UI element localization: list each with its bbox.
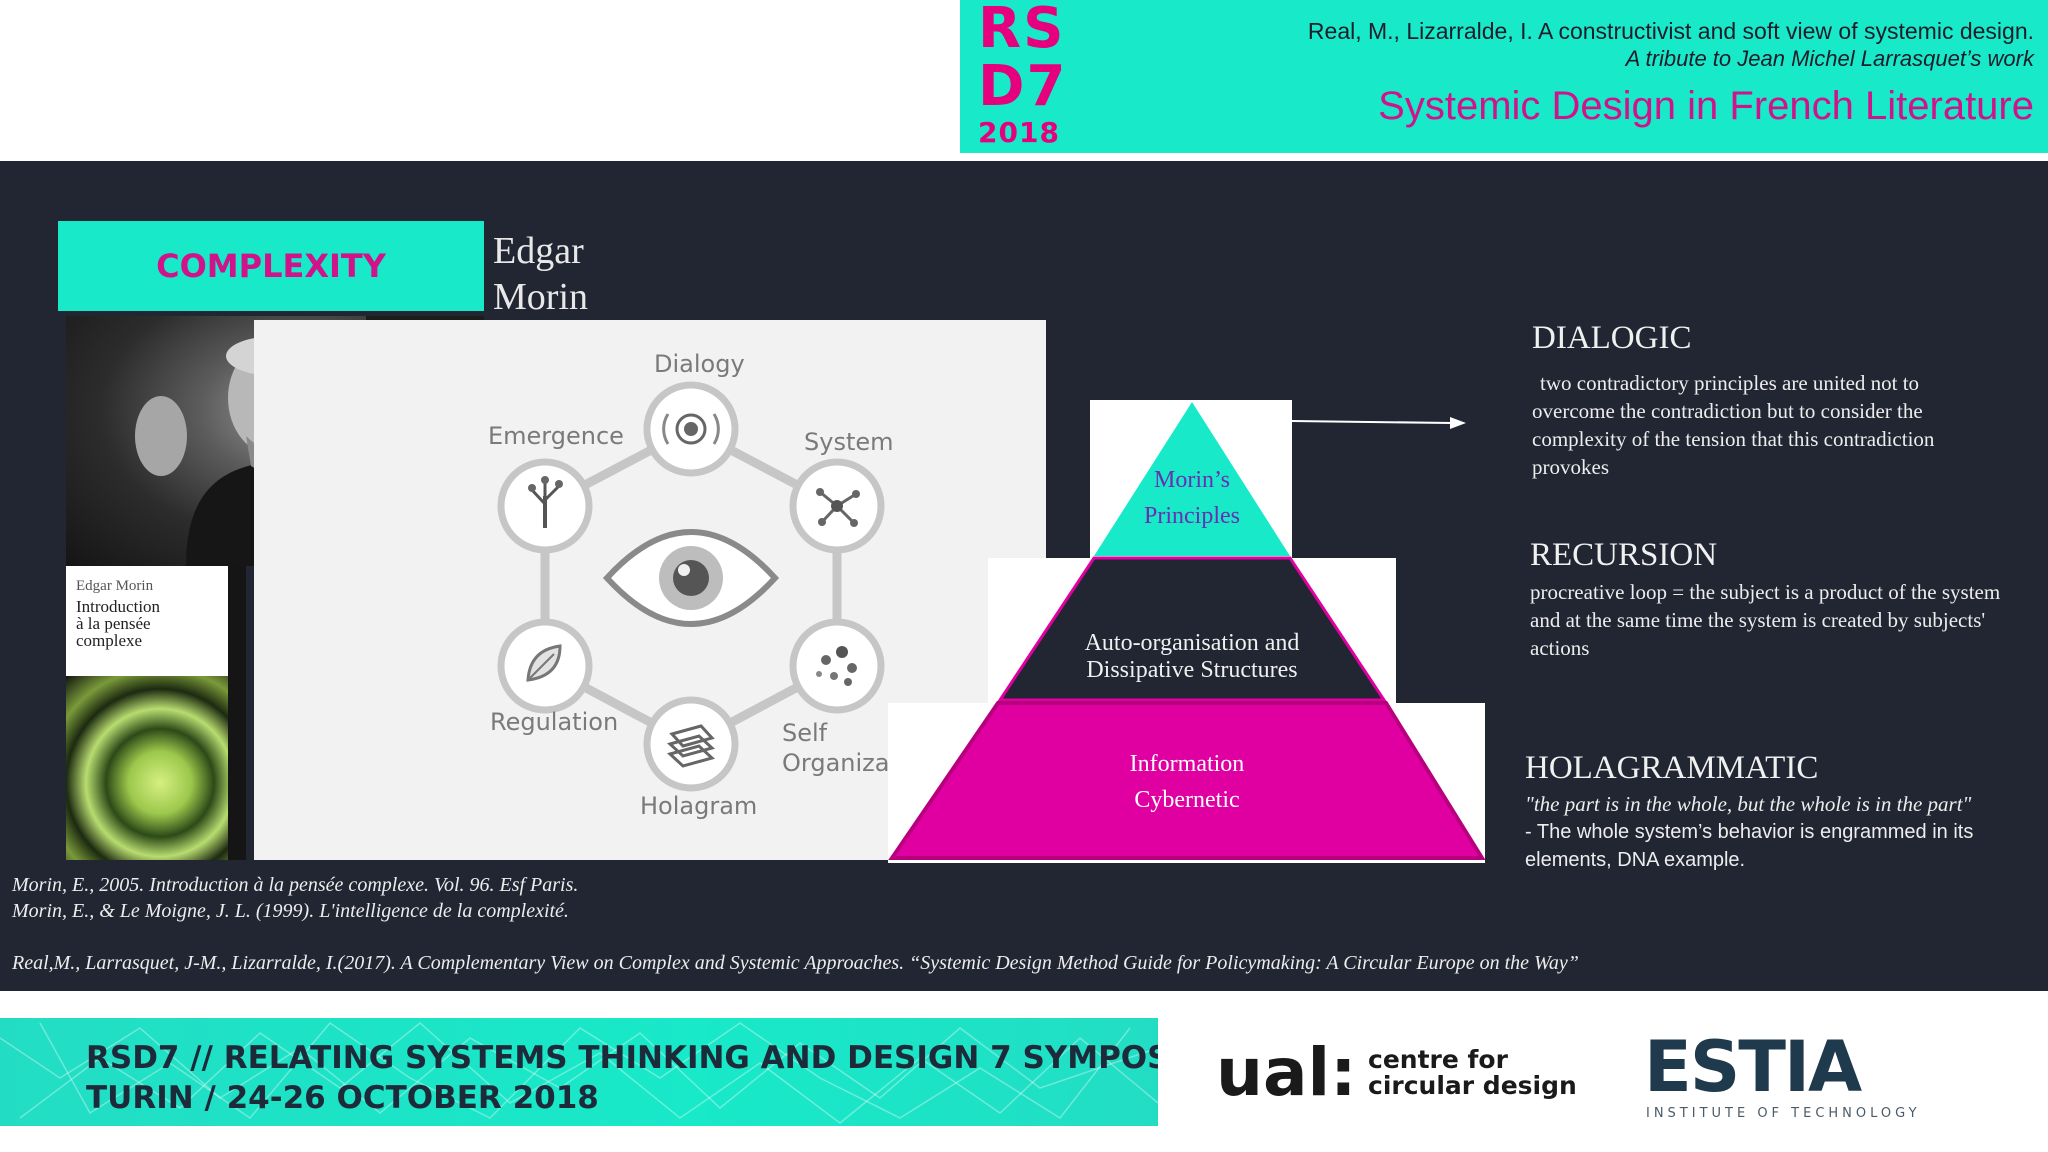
diagram-label-emergence: Emergence — [488, 422, 624, 450]
book-cover: Edgar Morin Introduction à la pensée com… — [66, 566, 246, 860]
book-author: Edgar Morin — [76, 578, 154, 594]
pyramid-middle-tier — [997, 556, 1387, 702]
diagram-label-holagram: Holagram — [640, 792, 758, 820]
book-title-line3: complexe — [76, 631, 143, 650]
pyramid-bottom-label: Information Cybernetic — [1000, 746, 1374, 818]
diagram-label-system: System — [804, 428, 894, 456]
header-tribute: A tribute to Jean Michel Larrasquet’s wo… — [1625, 46, 2034, 71]
dots-icon — [816, 646, 857, 686]
pyramid-bottom-line2: Cybernetic — [1134, 787, 1240, 813]
pyramid-middle-label: Auto-organisation and Dissipative Struct… — [1000, 630, 1384, 684]
book-title-line1: Introduction — [76, 597, 161, 616]
dialogy-node — [643, 381, 739, 477]
ual-centre-line2: circular design — [1368, 1071, 1577, 1100]
citation-1: Morin, E., 2005. Introduction à la pensé… — [12, 874, 579, 896]
author-last-name: Morin — [493, 276, 588, 318]
section-title: Systemic Design in French Literature — [1378, 84, 2034, 128]
pyramid-bottom-tier — [888, 701, 1486, 860]
book-spine — [228, 566, 246, 860]
holagrammatic-body: - The whole system’s behavior is engramm… — [1525, 821, 1974, 871]
dialogic-arrow-line — [1291, 420, 1453, 424]
pyramid-bottom-line1: Information — [1129, 751, 1245, 777]
arrow-head-icon — [1450, 417, 1466, 429]
holagrammatic-quote: "the part is in the whole, but the whole… — [1525, 792, 1972, 816]
recursion-title: RECURSION — [1530, 537, 1718, 573]
pyramid-top-line1: Morin’s — [1153, 467, 1230, 493]
header-reference: Real, M., Lizarralde, I. A constructivis… — [1307, 18, 2034, 44]
network-icon — [816, 488, 860, 527]
tree-icon — [528, 476, 563, 528]
header-band — [960, 0, 2048, 153]
footer-symposium: RSD7 // RELATING SYSTEMS THINKING AND DE… — [86, 1040, 1158, 1076]
regulation-node — [497, 618, 593, 714]
diagram-label-regulation: Regulation — [490, 708, 619, 736]
citation-3: Real,M., Larrasquet, J-M., Lizarralde, I… — [12, 952, 1579, 974]
broadcast-icon — [662, 413, 720, 445]
dialogic-title: DIALOGIC — [1532, 320, 1692, 356]
self-organization-node — [789, 618, 885, 714]
header-divider — [960, 153, 2048, 161]
estia-subtitle: INSTITUTE OF TECHNOLOGY — [1646, 1106, 1921, 1121]
holagram-node — [643, 696, 739, 792]
system-node — [789, 458, 885, 554]
eye-icon — [602, 529, 780, 627]
dialogic-body: two contradictory principles are united … — [1532, 371, 1935, 479]
pyramid-top-tier — [1094, 402, 1290, 556]
pyramid-top-line2: Principles — [1144, 503, 1240, 529]
network-pattern-decoration — [0, 1021, 1158, 1124]
recursion-body: procreative loop = the subject is a prod… — [1530, 580, 2001, 660]
emergence-node — [497, 458, 593, 554]
ual-logo: ual: — [1216, 1034, 1357, 1111]
pyramid-middle-line1: Auto-organisation and — [1084, 630, 1300, 656]
header-blank — [0, 0, 960, 161]
spiral-staircase-image — [66, 676, 228, 860]
diagram-label-dialogy: Dialogy — [654, 350, 745, 378]
book-title-line2: à la pensée — [76, 614, 151, 633]
pyramid-middle-line2: Dissipative Structures — [1086, 657, 1298, 683]
rsd7-logo-year: 2018 — [978, 116, 1060, 149]
complexity-badge: COMPLEXITY — [58, 221, 484, 311]
diagram-graphic — [497, 381, 885, 792]
footer-banner: RSD7 // RELATING SYSTEMS THINKING AND DE… — [0, 1018, 1158, 1126]
rsd7-logo-line2: D7 — [978, 54, 1068, 119]
principles-diagram: Dialogy System Self Organization Holagra… — [254, 320, 1046, 860]
ual-centre-line1: centre for — [1368, 1045, 1508, 1074]
holagrammatic-title: HOLAGRAMMATIC — [1525, 750, 1819, 786]
citation-2: Morin, E., & Le Moigne, J. L. (1999). L'… — [12, 900, 569, 922]
pyramid-top-label: Morin’s Principles — [1094, 462, 1290, 534]
author-first-name: Edgar — [493, 230, 584, 272]
layers-icon — [666, 724, 716, 768]
footer-dates: TURIN / 24-26 OCTOBER 2018 — [86, 1080, 599, 1116]
leaf-icon — [526, 644, 562, 682]
estia-logo: ESTIA — [1644, 1026, 1862, 1108]
rsd7-logo-line1: RS — [978, 0, 1066, 61]
author-name: Edgar Morin — [493, 228, 588, 320]
